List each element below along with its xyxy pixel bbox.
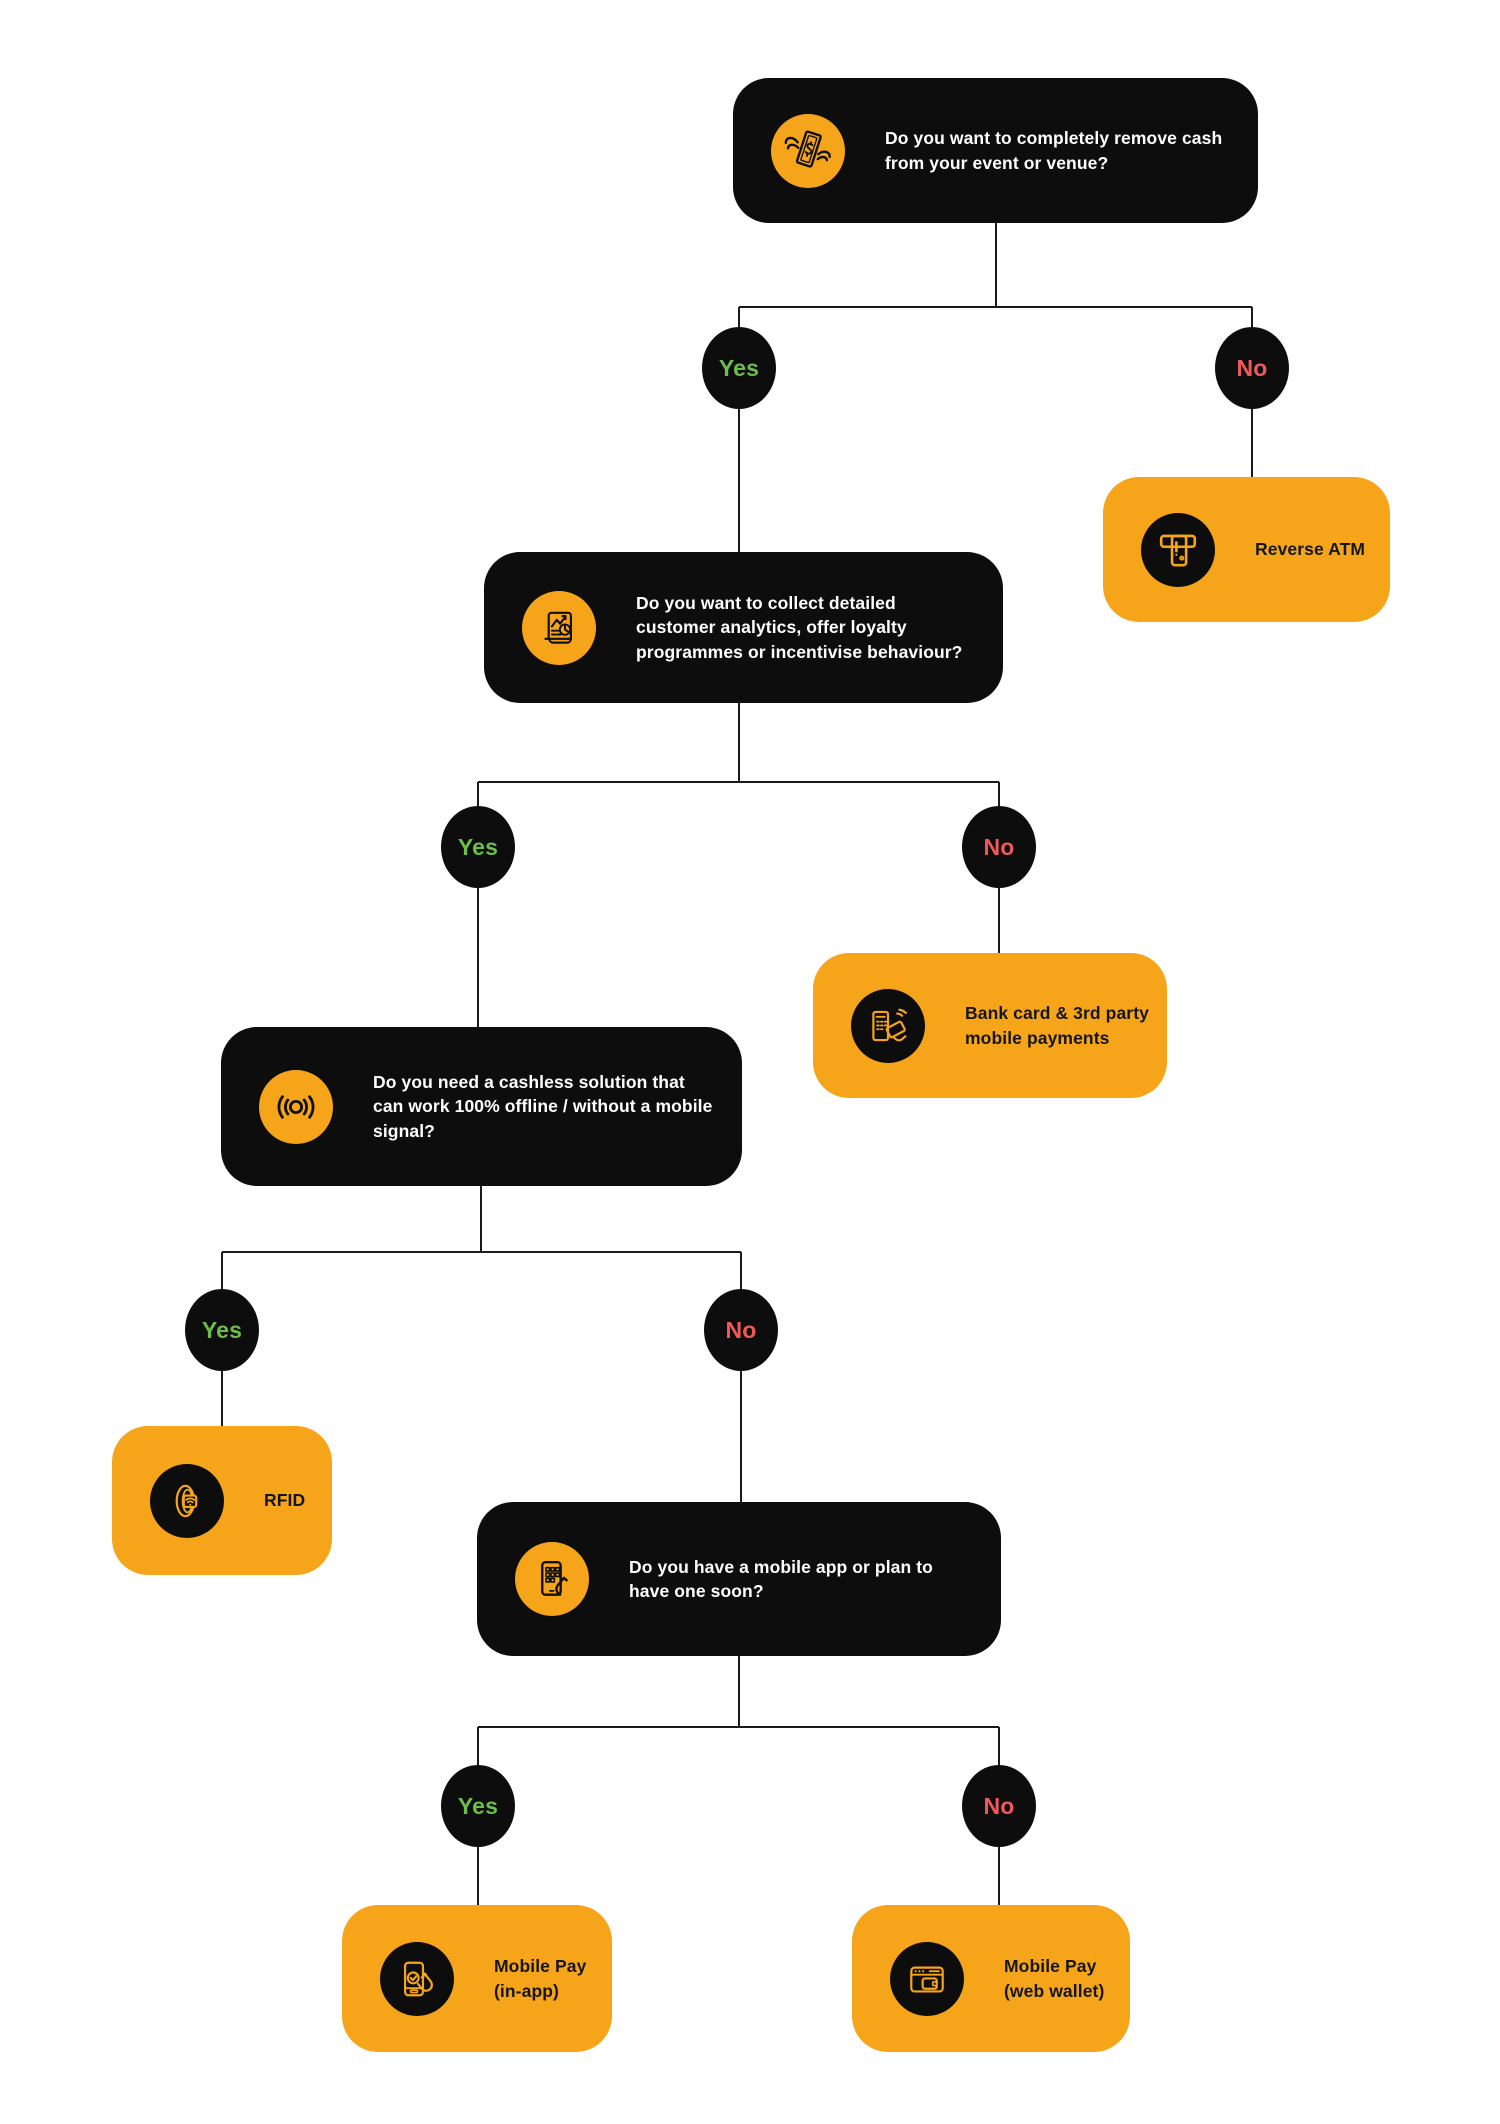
answer-no-1: No — [1215, 327, 1289, 409]
question-text: Do you have a mobile app or plan to have… — [629, 1556, 933, 1601]
yes-label: Yes — [201, 1316, 243, 1343]
card-terminal-icon — [851, 988, 925, 1063]
yes-label: Yes — [457, 833, 499, 860]
rfid-wristband-icon — [150, 1463, 224, 1538]
answer-no-2: No — [962, 806, 1036, 888]
answer-no-3: No — [704, 1289, 778, 1371]
outcome-node-bank-card: Bank card & 3rd party mobile payments — [813, 953, 1167, 1098]
reverse-atm-icon — [1141, 512, 1215, 587]
question-node-customer-analytics: Do you want to collect detailed customer… — [484, 552, 1003, 703]
outcome-text: Reverse ATM — [1255, 539, 1366, 560]
no-label: No — [1236, 354, 1268, 381]
question-node-remove-cash: Do you want to completely remove cash fr… — [733, 78, 1258, 223]
web-wallet-icon — [890, 1941, 964, 2016]
answer-yes-4: Yes — [441, 1765, 515, 1847]
no-label: No — [725, 1316, 757, 1343]
outcome-text: RFID — [264, 1490, 306, 1511]
outcome-text: Bank card & 3rd party mobile payments — [965, 1003, 1149, 1048]
analytics-report-icon — [522, 590, 596, 665]
phone-tap-icon — [380, 1941, 454, 2016]
yes-label: Yes — [718, 354, 760, 381]
question-node-offline-solution: Do you need a cashless solution that can… — [221, 1027, 742, 1186]
question-node-mobile-app: Do you have a mobile app or plan to have… — [477, 1502, 1001, 1656]
answer-no-4: No — [962, 1765, 1036, 1847]
no-label: No — [983, 1792, 1015, 1819]
answer-yes-2: Yes — [441, 806, 515, 888]
answer-yes-1: Yes — [702, 327, 776, 409]
offline-signal-icon — [259, 1069, 333, 1144]
outcome-node-rfid: RFID — [112, 1426, 332, 1575]
outcome-node-reverse-atm: Reverse ATM — [1103, 477, 1390, 622]
answer-yes-3: Yes — [185, 1289, 259, 1371]
outcome-node-mobile-pay-in-app: Mobile Pay (in-app) — [342, 1905, 612, 2052]
question-text: Do you want to completely remove cash fr… — [885, 128, 1223, 173]
money-with-wings-icon — [771, 113, 845, 188]
yes-label: Yes — [457, 1792, 499, 1819]
question-text: Do you need a cashless solution that can… — [373, 1072, 713, 1141]
question-text: Do you want to collect detailed customer… — [636, 593, 963, 662]
outcome-text: Mobile Pay (web wallet) — [1004, 1956, 1105, 2001]
no-label: No — [983, 833, 1015, 860]
mobile-app-icon — [515, 1542, 589, 1616]
outcome-text: Mobile Pay (in-app) — [494, 1956, 587, 2001]
outcome-node-mobile-pay-web-wallet: Mobile Pay (web wallet) — [852, 1905, 1130, 2052]
